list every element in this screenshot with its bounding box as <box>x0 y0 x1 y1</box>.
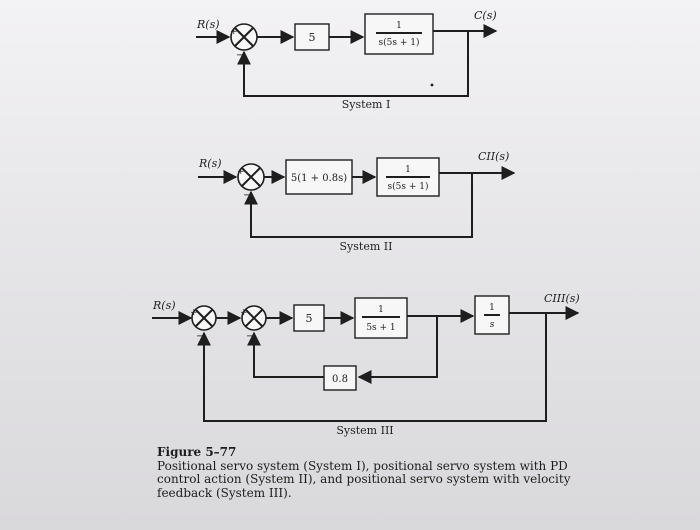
s3-gain-text: 5 <box>306 312 313 325</box>
s3-inner-plus-sign: + <box>240 308 248 318</box>
s3-plant-denominator: 5s + 1 <box>366 323 395 333</box>
s2-plant-numerator: 1 <box>405 165 411 175</box>
s3-input-label: R(s) <box>152 299 176 312</box>
s3-inner-feedback-to-gain <box>357 316 438 384</box>
system-3-diagram: R(s) + − + − 5 1 5s + 1 1 s CIII(s) <box>152 292 580 437</box>
s2-label: System II <box>340 240 393 253</box>
s3-gain-block <box>293 304 325 332</box>
s1-speck <box>430 83 434 87</box>
s3-plant-numerator: 1 <box>378 305 384 315</box>
s3-feedback-gain-text: 0.8 <box>332 374 348 385</box>
s1-output-label: C(s) <box>474 9 497 22</box>
s3-summing-junction-outer <box>191 305 217 331</box>
s3-label: System III <box>336 424 393 437</box>
s3-inner-feedback-path <box>247 331 324 378</box>
s2-plant-denominator: s(5s + 1) <box>388 181 429 192</box>
system-2-diagram: R(s) + − 5(1 + 0.8s) 1 s(5s + 1) CII(s) … <box>198 150 516 253</box>
s3-integrator-numerator: 1 <box>489 303 495 313</box>
caption-text: Positional servo system (System I), posi… <box>157 458 571 500</box>
s3-output-label: CIII(s) <box>544 292 580 305</box>
system-1-diagram: R(s) + − 5 1 s(5s + 1) C(s) System I <box>196 9 498 111</box>
s1-input-label: R(s) <box>196 18 220 31</box>
s2-controller-text: 5(1 + 0.8s) <box>291 173 347 184</box>
s2-feedback-path <box>244 173 473 238</box>
s1-gain-text: 5 <box>309 31 316 44</box>
s1-plant-numerator: 1 <box>396 21 402 31</box>
s3-outer-plus-sign: + <box>190 308 198 318</box>
s2-plus-sign: + <box>237 167 245 177</box>
s1-summing-junction <box>230 23 258 51</box>
s3-outer-feedback-path <box>197 313 547 422</box>
caption-title: Figure 5–77 <box>157 445 237 459</box>
s1-plant-denominator: s(5s + 1) <box>379 37 420 48</box>
s3-summing-junction-inner <box>241 305 267 331</box>
s1-feedback-path <box>237 31 469 97</box>
s1-label: System I <box>342 98 391 111</box>
s2-summing-junction <box>237 163 265 191</box>
s3-feedback-gain-block <box>323 365 357 391</box>
s2-output-label: CII(s) <box>478 150 509 163</box>
s1-plus-sign: + <box>230 27 238 37</box>
s2-input-label: R(s) <box>198 157 222 170</box>
s3-integrator-denominator: s <box>490 320 495 330</box>
figure-caption: Figure 5–77 Positional servo system (Sys… <box>157 445 577 500</box>
